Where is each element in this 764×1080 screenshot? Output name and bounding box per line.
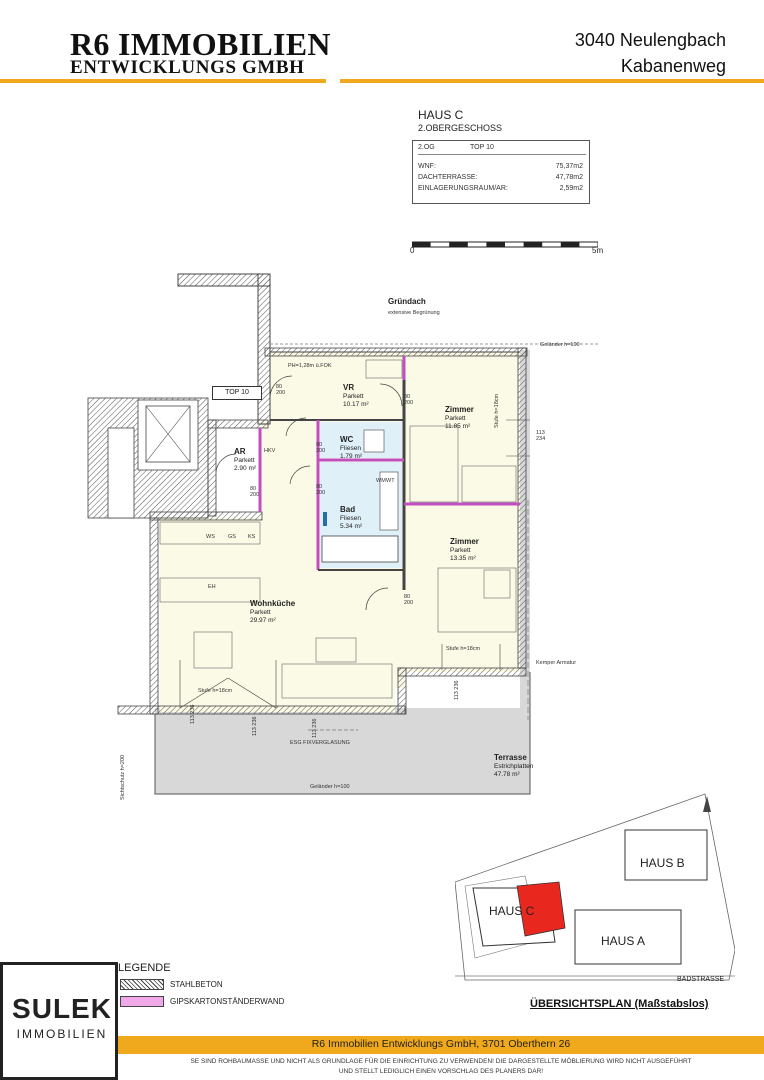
brand-title: R6 IMMOBILIEN <box>70 26 331 62</box>
site-haus-b: HAUS B <box>640 856 685 870</box>
area-row: DACHTERRASSE: 47,78m2 <box>418 174 583 181</box>
location-street: Kabanenweg <box>620 56 726 76</box>
stufe-zimmer-2: Stufe h=18cm <box>446 646 481 652</box>
site-plan-drawing <box>455 793 735 981</box>
scale-end: 5m <box>592 246 604 255</box>
stufe-wohn: Stufe h=18cm <box>198 688 233 694</box>
location-city: 3040 Neulengbach <box>574 30 726 50</box>
floor-plan: Gründach extensive Begrünung Geländer h=… <box>0 260 764 800</box>
esg-label: ESG FIXVERGLASUNG <box>290 740 350 746</box>
legend-swatch-gipskarton <box>120 996 164 1007</box>
sichtschutz-label: Sichtschutz h=200 <box>120 754 126 800</box>
site-haus-a: HAUS A <box>601 934 646 948</box>
area-value: 47,78m2 <box>555 174 583 181</box>
hkv-label: HKV <box>264 448 276 454</box>
appliance-ks: KS <box>248 534 256 540</box>
gruendach-label: Gründach <box>388 297 426 306</box>
terrace-area <box>155 350 530 794</box>
area-value: 75,37m2 <box>555 163 583 170</box>
area-value: 2,59m2 <box>559 185 583 192</box>
brand-subtitle: ENTWICKLUNGS GMBH <box>70 57 305 78</box>
window-dim: 113 236 <box>252 716 258 737</box>
appliance-gs: GS <box>228 534 236 540</box>
kemper-label: Kemper Armatur <box>536 660 577 666</box>
window-dim: 113 236 <box>190 704 196 725</box>
footer-disclaimer-2: UND STELLT LEDIGLICH EINEN VORSCHLAG DES… <box>338 1068 544 1075</box>
siteplan-title: ÜBERSICHTSPLAN (Maßstabslos) <box>530 998 709 1010</box>
gruendach-sub: extensive Begrünung <box>388 310 440 316</box>
site-haus-c: HAUS C <box>489 904 535 918</box>
scale-bar-graphic <box>411 241 599 248</box>
legend-swatch-stahlbeton <box>120 979 164 990</box>
level-code: 2.OG <box>418 144 435 151</box>
header-divider-left <box>0 79 326 83</box>
appliance-ws: WS <box>206 534 215 540</box>
house-title: HAUS C <box>418 108 464 122</box>
appliance-wm: WM <box>376 478 386 484</box>
railing-bottom-label: Geländer h=100 <box>310 784 350 790</box>
legend-label-stahlbeton: STAHLBETON <box>170 980 223 989</box>
area-row: WNF: 75,37m2 <box>418 163 583 170</box>
legend-title: LEGENDE <box>118 962 171 974</box>
site-plan: HAUS B HAUS A HAUS C BADSTRASSE <box>455 790 735 990</box>
window-dim: 113 236 <box>312 718 318 739</box>
site-street: BADSTRASSE <box>677 976 725 983</box>
appliance-wt: WT <box>386 478 395 484</box>
top-tag: TOP 10 <box>212 386 262 400</box>
footer-company: R6 Immobilien Entwicklungs GmbH, 3701 Ob… <box>311 1038 571 1050</box>
ph-label: PH=1,28m ü.FOK <box>288 363 332 369</box>
area-label: WNF: <box>418 163 436 170</box>
top-number: TOP 10 <box>470 144 494 151</box>
stufe-zimmer-1: Stufe h=18cm <box>494 393 500 428</box>
scale-bar: 0 5m <box>410 236 603 256</box>
unit-id-row: 2.OG TOP 10 <box>418 144 586 155</box>
area-label: DACHTERRASSE: <box>418 174 478 181</box>
area-label: EINLAGERUNGSRAUM/AR: <box>418 185 508 192</box>
header-divider-right <box>340 79 764 83</box>
railing-top-label: Geländer h=100 <box>540 342 580 348</box>
footer-disclaimer-1: SE SIND ROHBAUMASSE UND NICHT ALS GRUNDL… <box>190 1058 692 1065</box>
logo-name: SULEK <box>12 993 112 1024</box>
appliance-eh: EH <box>208 584 216 590</box>
logo-sub: IMMOBILIEN <box>16 1027 108 1041</box>
scale-start: 0 <box>410 246 415 255</box>
floor-plan-drawing <box>87 273 600 795</box>
legend-label-gipskarton: GIPSKARTONSTÄNDERWAND <box>170 997 285 1006</box>
unit-info-box: 2.OG TOP 10 WNF: 75,37m2 DACHTERRASSE: 4… <box>412 140 590 204</box>
footer-bar <box>118 1036 764 1054</box>
area-row: EINLAGERUNGSRAUM/AR: 2,59m2 <box>418 185 583 192</box>
window-dim: 113 236 <box>454 680 460 701</box>
floor-title: 2.OBERGESCHOSS <box>418 123 503 133</box>
sulek-logo: SULEK IMMOBILIEN <box>0 962 118 1080</box>
